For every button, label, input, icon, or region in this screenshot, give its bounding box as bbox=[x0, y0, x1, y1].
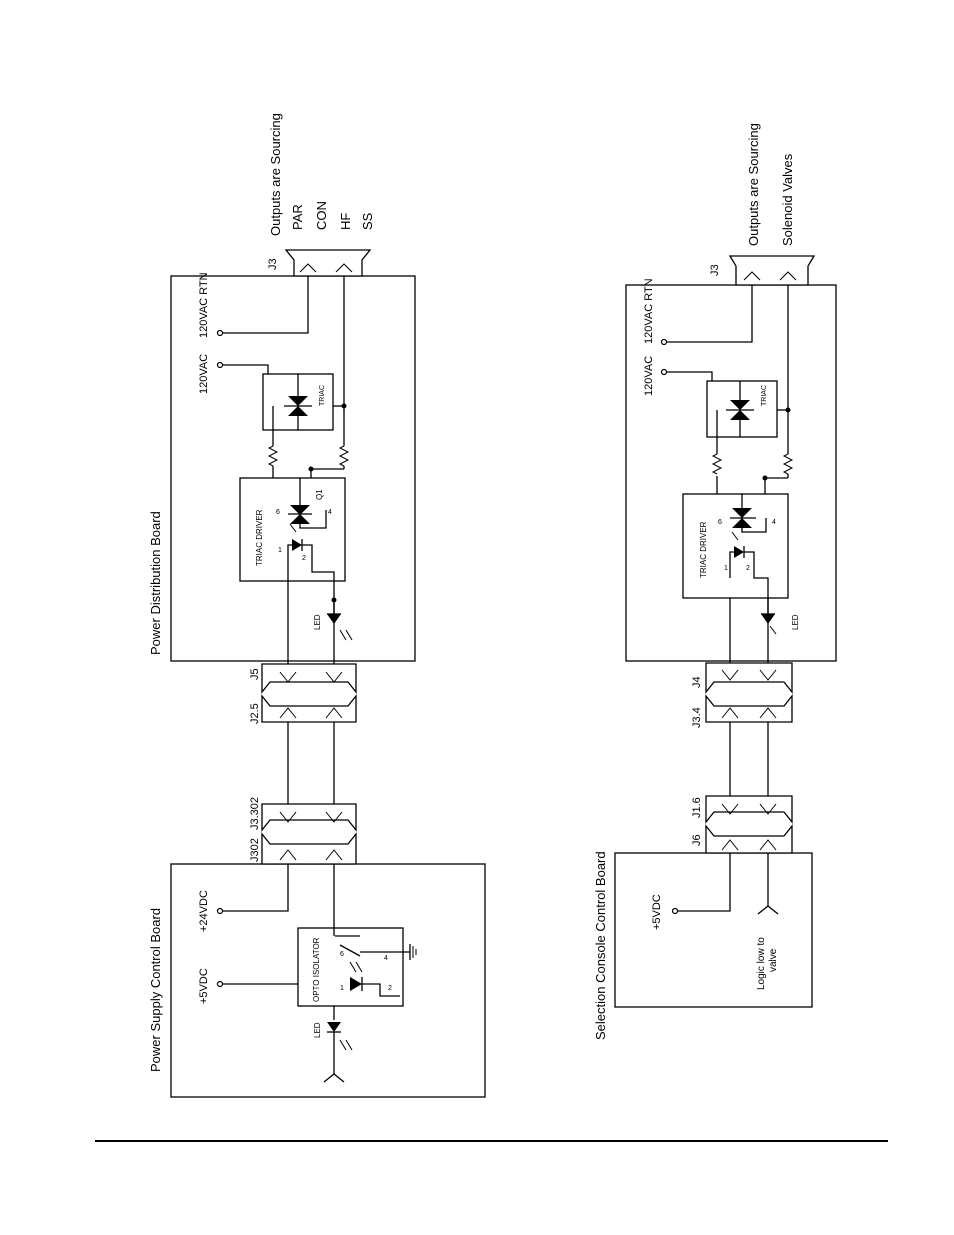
j3-a-label: J3 bbox=[267, 258, 279, 270]
j302-label: J302 bbox=[249, 838, 261, 862]
triac-driver-a-pin2: 2 bbox=[302, 555, 306, 562]
connector-j302: J302 bbox=[249, 832, 357, 865]
psb-24vdc-terminal bbox=[216, 907, 224, 915]
triac-driver-b-label: TRIAC DRIVER bbox=[699, 521, 708, 578]
triac-driver-b-pin6: 6 bbox=[718, 519, 722, 526]
selection-board-label: Selection Console Control Board bbox=[593, 851, 608, 1040]
j6-label: J6 bbox=[691, 834, 703, 846]
j1-6-label: J1.6 bbox=[691, 797, 703, 818]
pdb-120vac-label: 120VAC bbox=[198, 354, 210, 394]
connector-j1-6: J1.6 bbox=[691, 795, 793, 824]
scb-5vdc-terminal bbox=[671, 907, 679, 915]
power-distribution-board-label: Power Distribution Board bbox=[148, 511, 163, 655]
logic-low-line1: Logic low to bbox=[756, 937, 767, 990]
triac-driver-a-pin4: 4 bbox=[328, 509, 332, 516]
opto-pin-6: 6 bbox=[340, 951, 344, 958]
psb-5vdc-label: +5VDC bbox=[198, 968, 210, 1004]
pdb-b-led-label: LED bbox=[791, 614, 800, 630]
opto-pin-1: 1 bbox=[340, 985, 344, 992]
output-par: PAR bbox=[290, 204, 305, 230]
triac-driver-a-label: TRIAC DRIVER bbox=[255, 509, 264, 566]
psb-24vdc-label: +24VDC bbox=[198, 890, 210, 932]
triac-a-label: TRIAC bbox=[319, 385, 326, 406]
pdb-b-120vac-rtn-label: 120VAC RTN bbox=[643, 278, 655, 344]
triac-b: TRIAC bbox=[706, 380, 778, 438]
triac-driver-a-q1: Q1 bbox=[315, 489, 324, 500]
output-ss: SS bbox=[360, 212, 375, 230]
opto-isolator-label: OPTO ISOLATOR bbox=[312, 937, 321, 1002]
pdb-120vac-rtn-label: 120VAC RTN bbox=[198, 272, 210, 338]
connector-j4: J4 bbox=[691, 662, 793, 694]
pdb-b-120vac-label: 120VAC bbox=[643, 356, 655, 396]
outputs-note-a: Outputs are Sourcing bbox=[268, 113, 283, 236]
opto-pin-2: 2 bbox=[388, 985, 392, 992]
scb-5vdc-label: +5VDC bbox=[651, 894, 663, 930]
triac-driver-a-pin6: 6 bbox=[276, 509, 280, 516]
output-con: CON bbox=[314, 201, 329, 230]
opto-pin-4: 4 bbox=[384, 955, 388, 962]
connector-j3-4: J3.4 bbox=[691, 694, 793, 728]
opto-isolator: OPTO ISOLATOR 1 2 6 4 bbox=[297, 927, 417, 1007]
power-distribution-board-box bbox=[170, 275, 416, 662]
j3-b-label: J3 bbox=[709, 264, 721, 276]
j5-label: J5 bbox=[249, 668, 261, 680]
pdb-b-120vac-rtn-terminal bbox=[660, 338, 668, 346]
pdb-led-label: LED bbox=[313, 614, 322, 630]
triac-driver-b-pin4: 4 bbox=[772, 519, 776, 526]
triac-driver-b: TRIAC DRIVER 1 2 6 4 bbox=[682, 493, 789, 599]
triac-driver-a-pin1: 1 bbox=[278, 547, 282, 554]
connector-j2-5: J2.5 bbox=[249, 694, 357, 724]
outputs-note-b: Outputs are Sourcing bbox=[746, 123, 761, 246]
circuit-b: Selection Console Control Board J6 J1.6 … bbox=[593, 123, 837, 1040]
pdb-b-120vac-terminal bbox=[660, 368, 668, 376]
j3-4-label: J3.4 bbox=[691, 707, 703, 728]
selection-board-box bbox=[614, 852, 813, 1008]
triac-a: TRIAC bbox=[262, 373, 334, 431]
triac-b-label: TRIAC bbox=[761, 385, 768, 406]
triac-driver-a: TRIAC DRIVER 1 2 6 4 Q1 bbox=[239, 477, 346, 600]
triac-driver-b-pin1: 1 bbox=[724, 565, 728, 572]
pdb-120vac-rtn-terminal bbox=[216, 329, 224, 337]
connector-j3-b: J3 bbox=[709, 255, 816, 286]
logic-low-line2: valve bbox=[768, 948, 779, 972]
j3-302-label: J3.302 bbox=[249, 797, 261, 830]
connector-j3-a: J3 bbox=[267, 249, 372, 277]
connector-j5: J5 bbox=[249, 663, 357, 694]
triac-driver-b-pin2: 2 bbox=[746, 565, 750, 572]
j4-label: J4 bbox=[691, 676, 703, 688]
output-solenoid-valves: Solenoid Valves bbox=[780, 153, 795, 246]
psb-led-label: LED bbox=[313, 1022, 322, 1038]
connector-j3-302: J3.302 bbox=[249, 797, 357, 832]
output-hf: HF bbox=[338, 213, 353, 230]
pdb-120vac-terminal bbox=[216, 361, 224, 369]
connector-j6: J6 bbox=[691, 824, 793, 854]
circuit-a: Power Supply Control Board Power Distrib… bbox=[148, 113, 486, 1098]
psb-5vdc-terminal bbox=[216, 980, 224, 988]
j2-5-label: J2.5 bbox=[249, 703, 261, 724]
power-supply-board-label: Power Supply Control Board bbox=[148, 908, 163, 1072]
